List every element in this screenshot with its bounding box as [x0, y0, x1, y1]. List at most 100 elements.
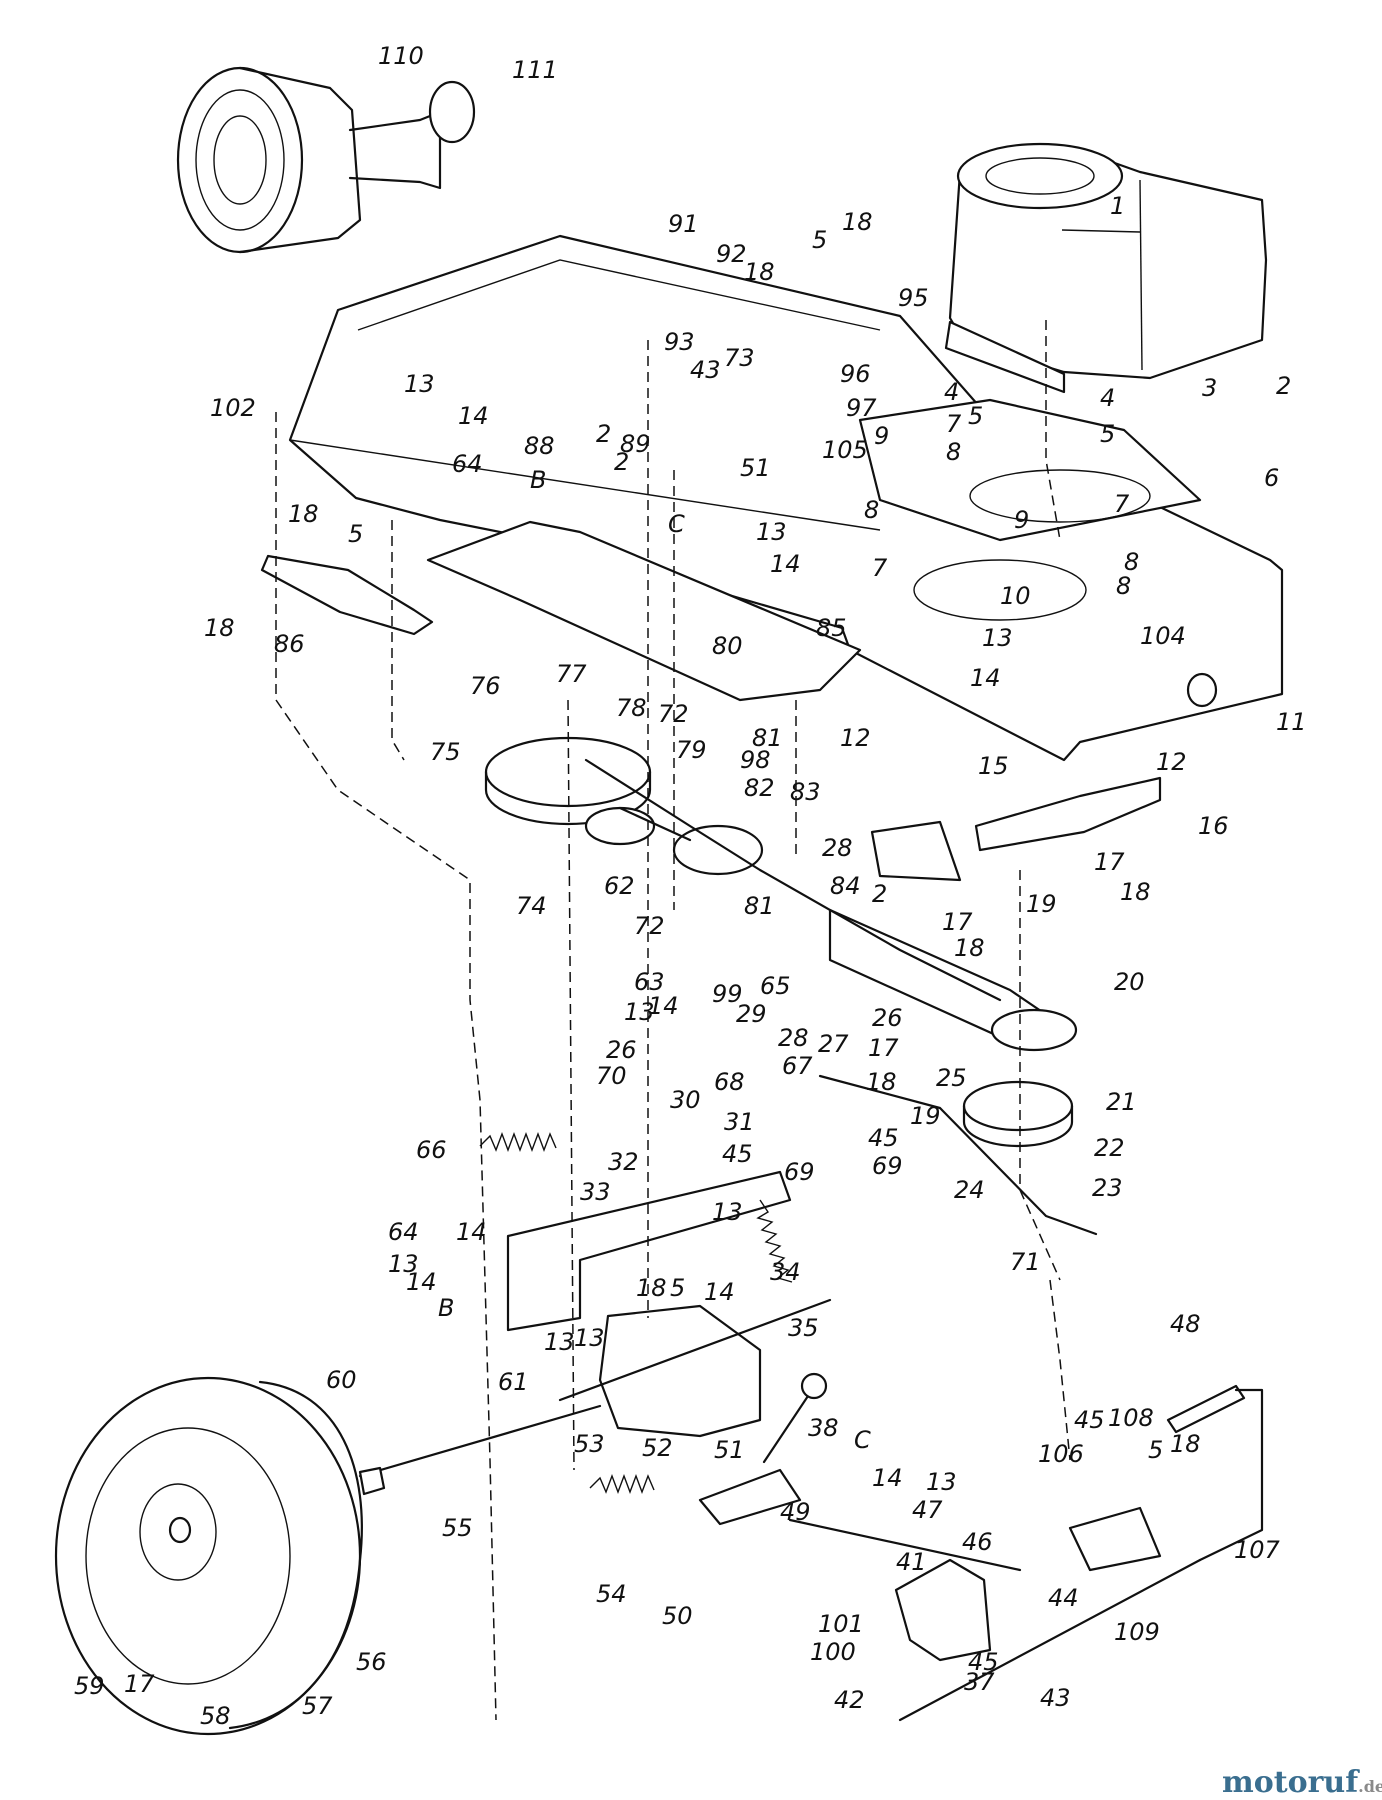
- callout-label: 28: [778, 1024, 809, 1052]
- callout-label: 5: [670, 1274, 685, 1302]
- callout-label: 95: [898, 284, 929, 312]
- callout-label: 5: [812, 226, 827, 254]
- callout-label: 18: [1170, 1430, 1201, 1458]
- drive-belt-lower: [828, 908, 1078, 1148]
- callout-label: 7: [946, 410, 962, 438]
- callout-label: 17: [1094, 848, 1125, 876]
- callout-label: 76: [470, 672, 501, 700]
- callout-label: 18: [1120, 878, 1151, 906]
- reference-lines: [275, 320, 1071, 1721]
- callout-label: 14: [458, 402, 489, 430]
- callout-label: 45: [722, 1140, 753, 1168]
- callout-label: 47: [912, 1496, 943, 1524]
- callout-label: 15: [978, 752, 1009, 780]
- callout-label: 14: [648, 992, 679, 1020]
- callout-label: 64: [388, 1218, 419, 1246]
- callout-label: 45: [968, 1648, 999, 1676]
- callout-label: 110: [378, 42, 424, 70]
- callout-label: 12: [1156, 748, 1187, 776]
- callout-label: 13: [926, 1468, 957, 1496]
- callout-label: 56: [356, 1648, 387, 1676]
- callout-label: 13: [404, 370, 435, 398]
- callout-label: 50: [662, 1602, 693, 1630]
- control-lever-38: [698, 1372, 828, 1526]
- callout-label: 35: [788, 1314, 819, 1342]
- callout-label: 13: [544, 1328, 575, 1356]
- callout-label: 100: [810, 1638, 856, 1666]
- callout-label: 13: [624, 998, 655, 1026]
- callout-label: 17: [868, 1034, 899, 1062]
- bracket-2: [870, 820, 962, 882]
- callout-label: 3: [1202, 374, 1217, 402]
- callout-label: 18: [866, 1068, 897, 1096]
- callout-label: 12: [840, 724, 871, 752]
- callout-label: 41: [896, 1548, 927, 1576]
- callout-label: 99: [712, 980, 743, 1008]
- rod-71: [818, 1074, 1098, 1236]
- callout-label: 14: [406, 1268, 437, 1296]
- callout-label: 6: [1264, 464, 1279, 492]
- callout-label: 71: [1010, 1248, 1041, 1276]
- callout-label: 55: [442, 1514, 473, 1542]
- callout-label: 69: [784, 1158, 815, 1186]
- callout-label: 86: [274, 630, 305, 658]
- transaxle: [358, 1298, 832, 1496]
- callout-label: 68: [714, 1068, 745, 1096]
- callout-label: 11: [1276, 708, 1307, 736]
- callout-label: 33: [580, 1178, 611, 1206]
- callout-label: 2: [596, 420, 611, 448]
- main-frame: [288, 234, 1284, 762]
- callout-label: 89: [620, 430, 651, 458]
- callout-label: 66: [416, 1136, 447, 1164]
- callout-label: 4: [1100, 384, 1115, 412]
- callout-label: 70: [596, 1062, 627, 1090]
- callout-label: 30: [670, 1086, 701, 1114]
- callout-label: 51: [714, 1436, 745, 1464]
- callout-label: 96: [840, 360, 871, 388]
- callout-label: 78: [616, 694, 647, 722]
- callout-label: 65: [760, 972, 791, 1000]
- callout-label: 48: [1170, 1310, 1201, 1338]
- callout-label: 31: [724, 1108, 755, 1136]
- callout-label: 18: [288, 500, 319, 528]
- watermark-main: motoruf: [1222, 1765, 1360, 1800]
- callout-label: 57: [302, 1692, 333, 1720]
- spring-54: [589, 1474, 655, 1494]
- callout-label: 13: [712, 1198, 743, 1226]
- callout-label: 92: [716, 240, 747, 268]
- callout-label: 37: [964, 1668, 995, 1696]
- rear-wheel: [54, 1376, 363, 1736]
- callout-label: 72: [634, 912, 665, 940]
- callout-label: 18: [636, 1274, 667, 1302]
- callout-label: 73: [724, 344, 755, 372]
- callout-label: 97: [846, 394, 877, 422]
- callout-label: 105: [822, 436, 868, 464]
- callout-label: 38: [808, 1414, 839, 1442]
- callout-label: 63: [634, 968, 665, 996]
- callout-label: 64: [452, 450, 483, 478]
- callout-label: 93: [664, 328, 695, 356]
- idler-arm-16: [974, 776, 1162, 852]
- callout-label: 23: [1092, 1174, 1123, 1202]
- callout-label: 43: [690, 356, 721, 384]
- callout-label: 45: [868, 1124, 899, 1152]
- callout-label: 18: [204, 614, 235, 642]
- callout-label: 19: [1026, 890, 1057, 918]
- callout-label: 91: [668, 210, 699, 238]
- callout-label: 101: [818, 1610, 864, 1638]
- callout-label: 34: [770, 1258, 801, 1286]
- callout-label: 84: [830, 872, 861, 900]
- callout-label: 62: [604, 872, 635, 900]
- callout-label: 61: [498, 1368, 529, 1396]
- callout-label: 83: [790, 778, 821, 806]
- callout-label: 32: [608, 1148, 639, 1176]
- callout-label: 18: [842, 208, 873, 236]
- air-filter-assembly: [176, 66, 476, 254]
- callout-label: 13: [388, 1250, 419, 1278]
- callout-label: 5: [348, 520, 363, 548]
- callout-label: 5: [968, 402, 983, 430]
- callout-label: 79: [676, 736, 707, 764]
- callout-label: 53: [574, 1430, 605, 1458]
- callout-label: B: [530, 466, 546, 494]
